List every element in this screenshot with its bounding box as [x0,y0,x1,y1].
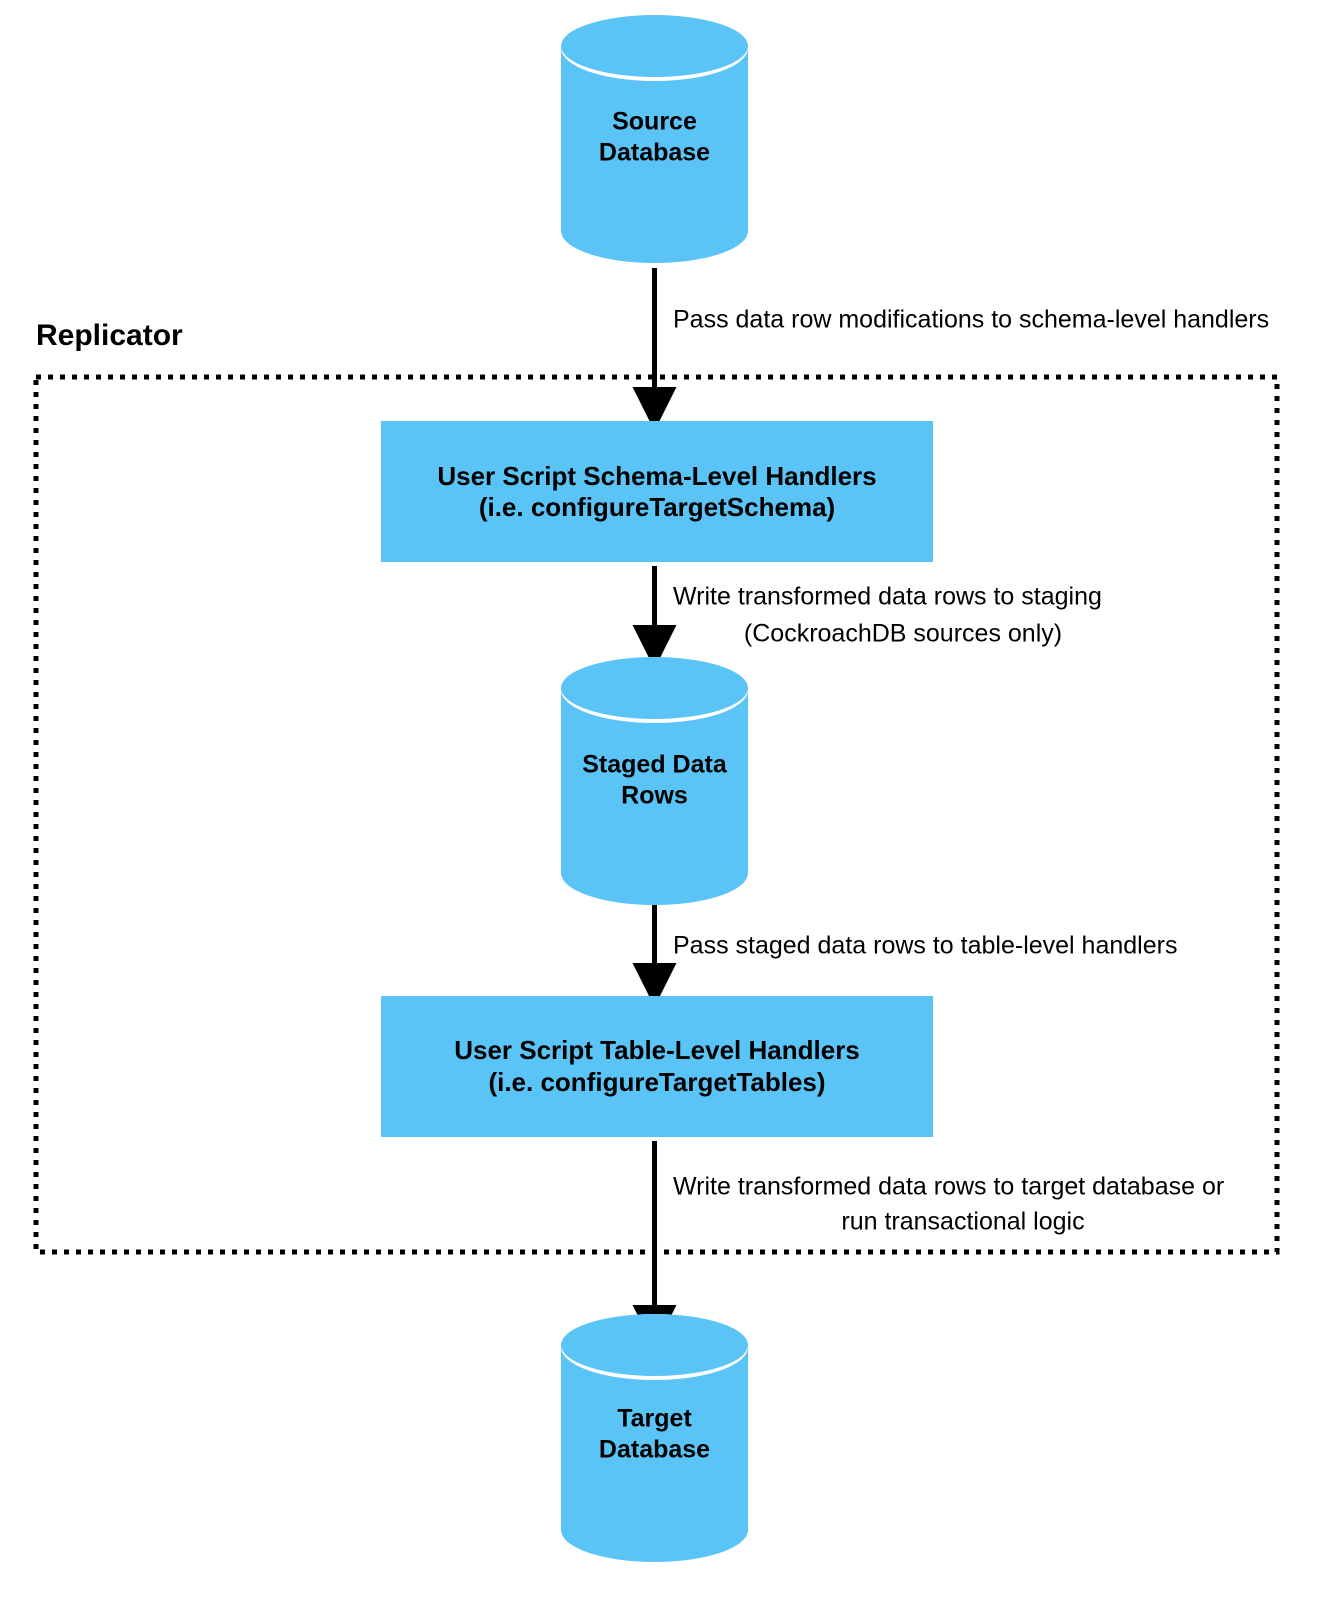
edge-schema-to-staged-label-line2: (CockroachDB sources only) [744,620,1062,648]
edge-table-to-target-label-line1: Write transformed data rows to target da… [673,1173,1224,1201]
schema-handlers-box [381,421,933,562]
source-database-cylinder-top [561,15,748,77]
node-staged-data-rows[interactable]: Staged Data Rows [561,657,748,905]
target-database-label-line1: Target [617,1405,692,1433]
edge-staged-to-table: Pass staged data rows to table-level han… [632,905,1177,1008]
target-database-label-line2: Database [599,1436,710,1464]
node-schema-level-handlers[interactable]: User Script Schema-Level Handlers (i.e. … [381,421,933,562]
edge-table-to-target-label-line2: run transactional logic [841,1208,1084,1236]
node-source-database[interactable]: Source Database [561,15,748,263]
edge-schema-to-staged: Write transformed data rows to staging (… [632,566,1102,670]
target-database-cylinder-top [561,1314,748,1376]
edge-source-to-schema: Pass data row modifications to schema-le… [632,268,1269,432]
target-database-cylinder-body [561,1348,748,1562]
staged-rows-label-line1: Staged Data [582,751,728,779]
schema-handlers-label-line1: User Script Schema-Level Handlers [437,461,876,491]
source-database-label-line2: Database [599,139,710,167]
edge-source-to-schema-label-line1: Pass data row modifications to schema-le… [673,306,1269,334]
table-handlers-box [381,996,933,1137]
edge-table-to-target: Write transformed data rows to target da… [632,1141,1224,1350]
edge-schema-to-staged-label-line1: Write transformed data rows to staging [673,583,1102,611]
staged-rows-cylinder-top [561,657,748,719]
table-handlers-label-line1: User Script Table-Level Handlers [454,1035,860,1065]
staged-rows-cylinder-body [561,691,748,905]
table-handlers-label-line2: (i.e. configureTargetTables) [488,1067,825,1097]
source-database-cylinder-body [561,49,748,263]
node-table-level-handlers[interactable]: User Script Table-Level Handlers (i.e. c… [381,996,933,1137]
source-database-label-line1: Source [612,108,697,136]
staged-rows-label-line2: Rows [621,782,688,810]
node-target-database[interactable]: Target Database [561,1314,748,1562]
edge-staged-to-table-label-line1: Pass staged data rows to table-level han… [673,932,1177,960]
schema-handlers-label-line2: (i.e. configureTargetSchema) [479,492,835,522]
group-title-replicator: Replicator [36,319,183,352]
